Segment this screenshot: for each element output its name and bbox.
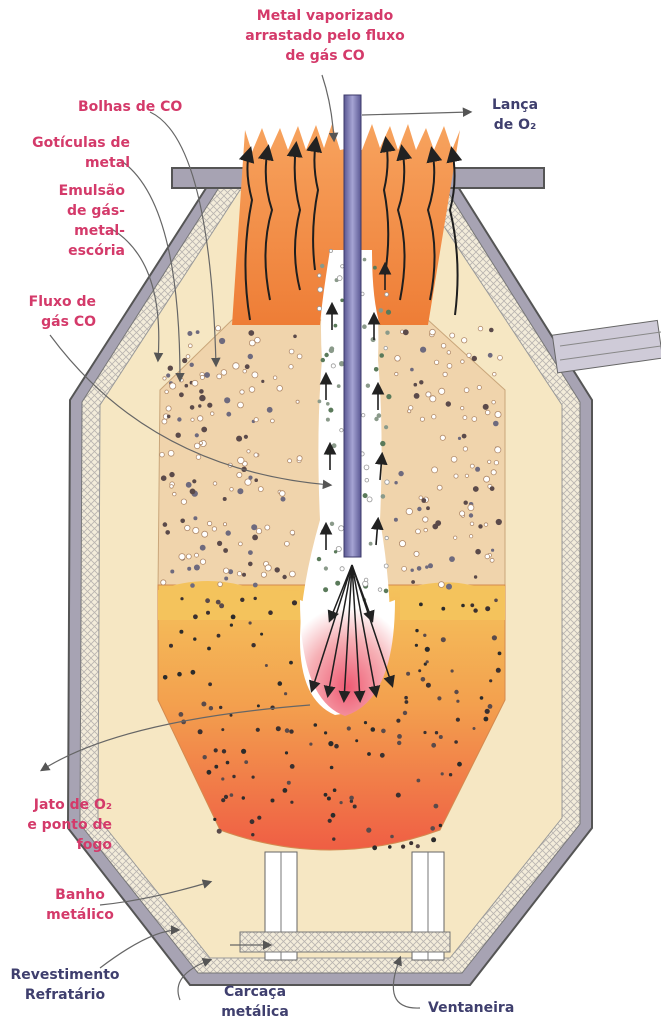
label-emulsao: Emulsão de gás- metal- escória <box>10 181 125 261</box>
label-revestimento-refratario: Revestimento Refratário <box>0 965 130 1005</box>
label-fluxo-gas-co: Fluxo de gás CO <box>10 292 96 332</box>
label-carcaca-metalica: Carcaça metálica <box>205 982 305 1022</box>
oxygen-lance <box>344 95 361 557</box>
taphole-pipe <box>552 320 661 372</box>
label-ventaneira: Ventaneira <box>428 998 514 1018</box>
label-banho-metalico: Banho metálico <box>30 885 130 925</box>
label-lanca-o2: Lança de O₂ <box>470 95 560 135</box>
label-jato-o2: Jato de O₂ e ponto de fogo <box>18 795 112 855</box>
label-metal-vaporizado: Metal vaporizado arrastado pelo fluxo de… <box>215 6 435 66</box>
label-goticulas-metal: Gotículas de metal <box>6 133 130 173</box>
label-bolhas-co: Bolhas de CO <box>78 97 182 117</box>
